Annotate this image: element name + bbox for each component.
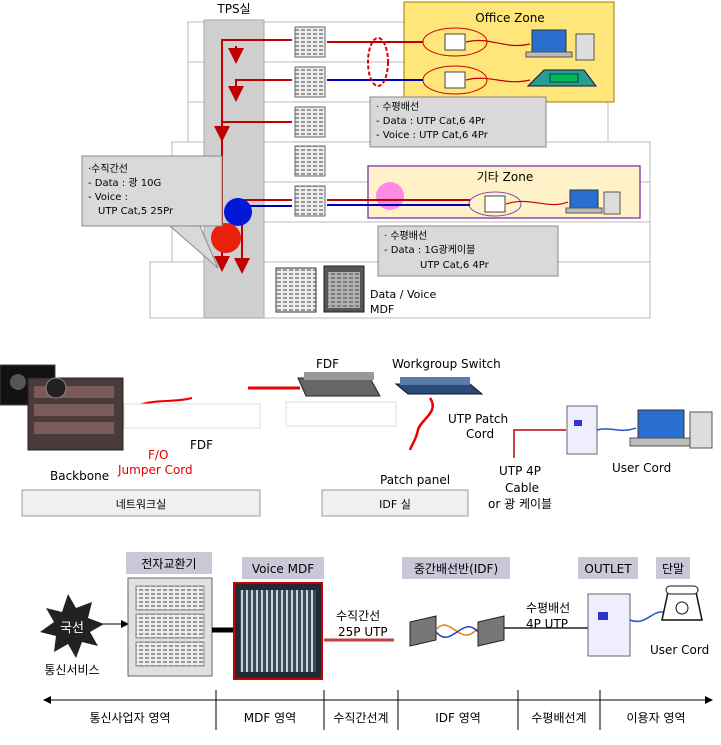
idf-room-label: IDF 실 (379, 498, 411, 511)
voice-mdf-photo (233, 582, 323, 680)
area-label-horizontal: 수평배선계 (531, 711, 586, 725)
network-room-box (21, 489, 261, 517)
office-outlet-2 (444, 71, 466, 89)
idf-room-box (321, 489, 469, 517)
pbx-cabinet-icon (127, 577, 213, 677)
kukseon-star (40, 594, 104, 658)
fdf-panel-icon (297, 372, 381, 397)
svg-text:- Voice : UTP Cat,6 4Pr: - Voice : UTP Cat,6 4Pr (376, 130, 489, 141)
office-pc-icon (525, 29, 595, 61)
fdf-top-label: FDF (316, 357, 339, 371)
workgroup-switch-icon (394, 377, 484, 395)
horizontal-callout-1: · 수평배선 - Data : UTP Cat,6 4Pr - Voice : … (369, 96, 547, 148)
floor-patch-racks (294, 26, 326, 217)
vertical-label-2: 25P UTP (338, 625, 388, 639)
fo-jumper-label-1: F/O (148, 448, 168, 462)
middle-pc-icon (629, 409, 713, 449)
office-zone-label: Office Zone (475, 11, 544, 25)
horizontal-label-1: 수평배선 (526, 601, 570, 615)
utp-patch-cord (408, 397, 434, 451)
mdf-label-1: Data / Voice (370, 288, 436, 301)
horizontal-callout-2: · 수평배선 - Data : 1G광케이블 UTP Cat,6 4Pr (377, 225, 559, 277)
vertical-callout: ·수직간선 - Data : 광 10G - Voice : UTP Cat,5… (81, 155, 223, 269)
svg-text:· 수평배선: · 수평배선 (384, 230, 427, 242)
other-zone-label: 기타 Zone (477, 170, 533, 184)
horizontal-label-2: 4P UTP (526, 617, 568, 631)
office-zone-wires (327, 39, 531, 83)
area-label-user: 이용자 영역 (626, 711, 685, 725)
svg-text:·수직간선: ·수직간선 (88, 163, 128, 175)
svg-text:- Data : 광 10G: - Data : 광 10G (88, 177, 161, 189)
telecom-service-label: 통신서비스 (44, 663, 99, 677)
svg-text:UTP Cat,5 25Pr: UTP Cat,5 25Pr (98, 206, 174, 217)
utp-4p-cable (513, 429, 566, 458)
user-cord-line (596, 427, 637, 432)
office-outlet-1 (444, 33, 466, 51)
bottom-outlet-icon (587, 593, 631, 657)
svg-text:· 수평배선: · 수평배선 (376, 101, 419, 113)
other-pc-icon (565, 189, 621, 215)
area-scale (43, 690, 713, 730)
idf-label: 중간배선반(IDF) (414, 562, 498, 576)
utp4p-label-3: or 광 케이블 (488, 497, 552, 511)
bottom-user-cord-label: User Cord (650, 643, 709, 657)
voice-mdf-label: Voice MDF (252, 562, 314, 576)
area-label-mdf: MDF 영역 (244, 711, 296, 725)
utp4p-label-2: Cable (505, 481, 539, 495)
terminal-label: 단말 (662, 562, 684, 576)
blue-node (224, 198, 252, 226)
network-room-shelf (123, 403, 261, 429)
fdf-left-label: FDF (190, 438, 213, 452)
utp-patch-cord-label-1: UTP Patch (448, 412, 508, 426)
network-room-devices (0, 364, 124, 451)
vertical-label-1: 수직간선 (336, 609, 380, 623)
mdf-racks-icon (275, 265, 365, 313)
mdf-label-2: MDF (370, 303, 394, 316)
outlet-label: OUTLET (584, 562, 632, 576)
fo-jumper-label-2: Jumper Cord (117, 463, 193, 477)
utp-patch-cord-label-2: Cord (466, 427, 494, 441)
utp4p-label-1: UTP 4P (499, 464, 541, 478)
tps-label: TPS실 (216, 2, 250, 16)
other-outlet (484, 195, 506, 213)
svg-text:- Voice :: - Voice : (88, 192, 128, 203)
bottom-header-boxes (126, 552, 690, 579)
pbx-label: 전자교환기 (141, 557, 196, 571)
office-phone-icon (526, 69, 597, 87)
svg-text:- Data : UTP Cat,6 4Pr: - Data : UTP Cat,6 4Pr (376, 116, 486, 127)
bottom-user-cord (629, 611, 665, 623)
backbone-label: Backbone (50, 469, 109, 483)
area-label-carrier: 통신사업자 영역 (89, 711, 170, 725)
svg-text:- Data : 1G광케이블: - Data : 1G광케이블 (384, 244, 475, 256)
wall-outlet-icon (566, 405, 598, 455)
red-node (211, 223, 241, 253)
pink-node (376, 182, 404, 210)
area-label-idf: IDF 영역 (435, 711, 481, 725)
workgroup-switch-label: Workgroup Switch (392, 357, 501, 371)
area-label-vertical: 수직간선계 (333, 711, 388, 725)
kukseon-label: 국선 (60, 621, 84, 636)
svg-text:UTP Cat,6 4Pr: UTP Cat,6 4Pr (420, 260, 490, 271)
idf-cross-connect-icon (409, 615, 505, 647)
horizontal-cable-highlight (367, 37, 389, 87)
other-zone-wires (327, 199, 569, 206)
network-room-label: 네트워크실 (116, 498, 167, 511)
telephone-icon (661, 585, 703, 621)
middle-user-cord-label: User Cord (612, 461, 671, 475)
idf-room-shelf (285, 401, 397, 427)
patch-panel-label: Patch panel (380, 473, 450, 487)
